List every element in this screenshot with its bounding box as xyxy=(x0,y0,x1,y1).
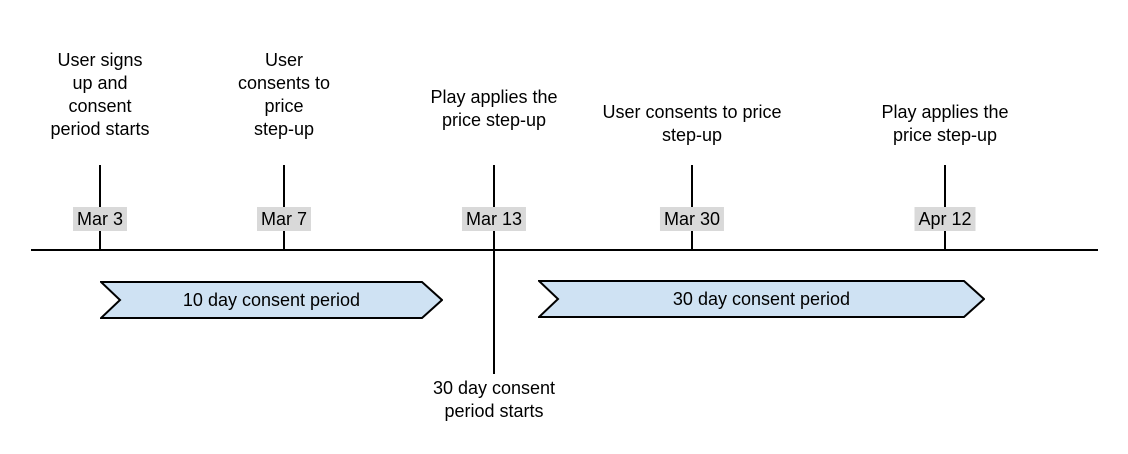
event-description-consent-2: User consents to price step-up xyxy=(602,102,782,145)
timeline-axis xyxy=(31,249,1098,251)
event-description-signup: User signs up and consent period starts xyxy=(50,50,150,139)
event-tick-mar13 xyxy=(493,165,495,374)
event-description-stepup-1: Play applies the price step-up xyxy=(430,87,558,130)
event-date-label-mar30: Mar 30 xyxy=(659,207,725,231)
event-description-stepup-2: Play applies the price step-up xyxy=(881,102,1009,145)
event-date-label-mar7: Mar 7 xyxy=(256,207,312,231)
consent-period-label-10day: 10 day consent period xyxy=(182,290,361,310)
event-date-label-apr12: Apr 12 xyxy=(914,207,976,231)
event-date-label-mar13: Mar 13 xyxy=(461,207,527,231)
event-note-below-mar13: 30 day consent period starts xyxy=(432,378,556,421)
chevron-arrow-shape xyxy=(100,281,443,319)
chevron-arrow-shape xyxy=(538,280,985,318)
event-date-label-mar3: Mar 3 xyxy=(72,207,128,231)
consent-period-label-30day: 30 day consent period xyxy=(672,289,851,309)
consent-period-banner-10day: 10 day consent period xyxy=(100,281,443,319)
event-description-consent-1: User consents to price step-up xyxy=(237,50,331,139)
consent-period-banner-30day: 30 day consent period xyxy=(538,280,985,318)
